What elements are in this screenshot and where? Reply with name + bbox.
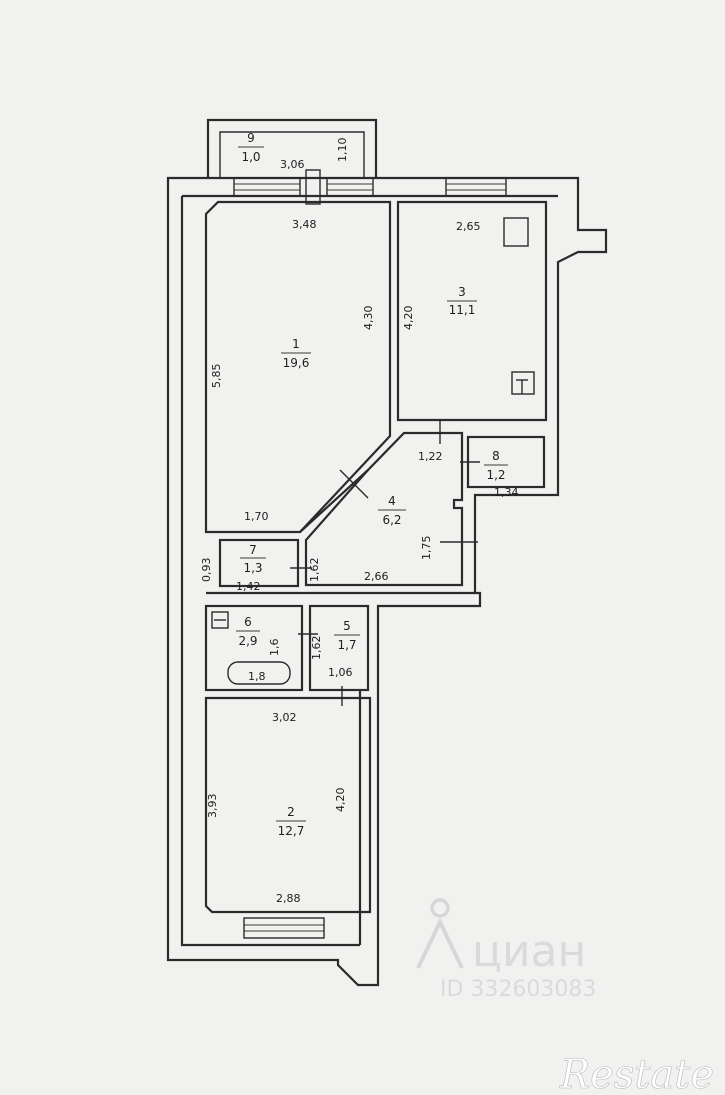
room-labels: 9 1,0 1 19,6 3 11,1 8 1,2 4 6,2 7 1,3	[236, 131, 508, 838]
cian-logo-icon	[416, 898, 464, 969]
svg-text:11,1: 11,1	[449, 303, 476, 317]
svg-text:1,2: 1,2	[486, 468, 505, 482]
room-8-label: 8 1,2	[484, 449, 508, 482]
svg-text:4: 4	[388, 494, 396, 508]
svg-text:1: 1	[292, 337, 300, 351]
svg-text:19,6: 19,6	[283, 356, 310, 370]
svg-text:2: 2	[287, 805, 295, 819]
dimension-labels: 3,06 1,10 3,48 2,65 4,30 4,20 5,85 1,2 2 …	[200, 138, 519, 906]
dim-room8-width: 1,34	[494, 486, 519, 499]
dim-room1-inner-height: 4,30	[362, 306, 375, 331]
dim-balcony-depth: 1,10	[336, 138, 349, 163]
dim-room3-height: 4,20	[402, 306, 415, 331]
room-3-label: 3 11,1	[447, 285, 477, 317]
room-2-label: 2 12,7	[276, 805, 306, 838]
room-7-label: 7 1,3	[240, 543, 266, 575]
dim-room2-bottom: 2,88	[276, 892, 301, 905]
svg-text:6,2: 6,2	[382, 513, 401, 527]
svg-text:8: 8	[492, 449, 500, 463]
cian-watermark: циан ID 332603083	[416, 898, 596, 1002]
dim-corridor-height: 1,75	[420, 536, 433, 561]
room-4-label: 4 6,2	[378, 494, 406, 527]
restate-watermark: Restate	[559, 1052, 715, 1095]
svg-text:1,3: 1,3	[243, 561, 262, 575]
dim-room3-width: 2,65	[456, 220, 481, 233]
svg-text:2,9: 2,9	[238, 634, 257, 648]
svg-text:3: 3	[458, 285, 466, 299]
dim-room1-width: 3,48	[292, 218, 317, 231]
svg-text:1,0: 1,0	[241, 150, 260, 164]
dim-room1-bottom: 1,70	[244, 510, 269, 523]
dim-room7-depth: 1,62	[308, 558, 321, 583]
dim-room2-width: 3,02	[272, 711, 297, 724]
svg-text:5: 5	[343, 619, 351, 633]
svg-text:1,7: 1,7	[337, 638, 356, 652]
room-6-label: 6 2,9	[236, 615, 260, 648]
cian-wordmark: циан	[472, 926, 586, 977]
dim-room5-width: 1,06	[328, 666, 353, 679]
svg-text:6: 6	[244, 615, 252, 629]
windows	[233, 169, 507, 939]
dim-room1-height: 5,85	[210, 364, 223, 389]
room-5-label: 5 1,7	[334, 619, 360, 652]
outer-walls	[166, 118, 608, 987]
door-markers	[290, 420, 480, 706]
restate-wordmark: Restate	[559, 1052, 714, 1095]
room-1-label: 1 19,6	[281, 337, 311, 370]
dim-room6-height: 1,6	[268, 639, 281, 657]
svg-text:9: 9	[247, 131, 255, 145]
dim-room2-right-height: 4,20	[334, 788, 347, 813]
interior-walls	[204, 200, 548, 914]
dim-corridor-width: 1,22	[418, 450, 443, 463]
dim-bathtub-length: 1,8	[248, 670, 266, 683]
dim-room4-width: 2,66	[364, 570, 389, 583]
dim-balcony-width: 3,06	[280, 158, 305, 171]
svg-text:12,7: 12,7	[278, 824, 305, 838]
room-9-label: 9 1,0	[238, 131, 264, 164]
cian-listing-id: ID 332603083	[440, 977, 596, 1002]
dim-room5-depth: 1,62	[310, 636, 323, 661]
dim-room2-left-height: 3,93	[206, 794, 219, 819]
svg-text:7: 7	[249, 543, 257, 557]
dim-room7-height: 0,93	[200, 558, 213, 583]
dim-room7-width: 1,42	[236, 580, 261, 593]
